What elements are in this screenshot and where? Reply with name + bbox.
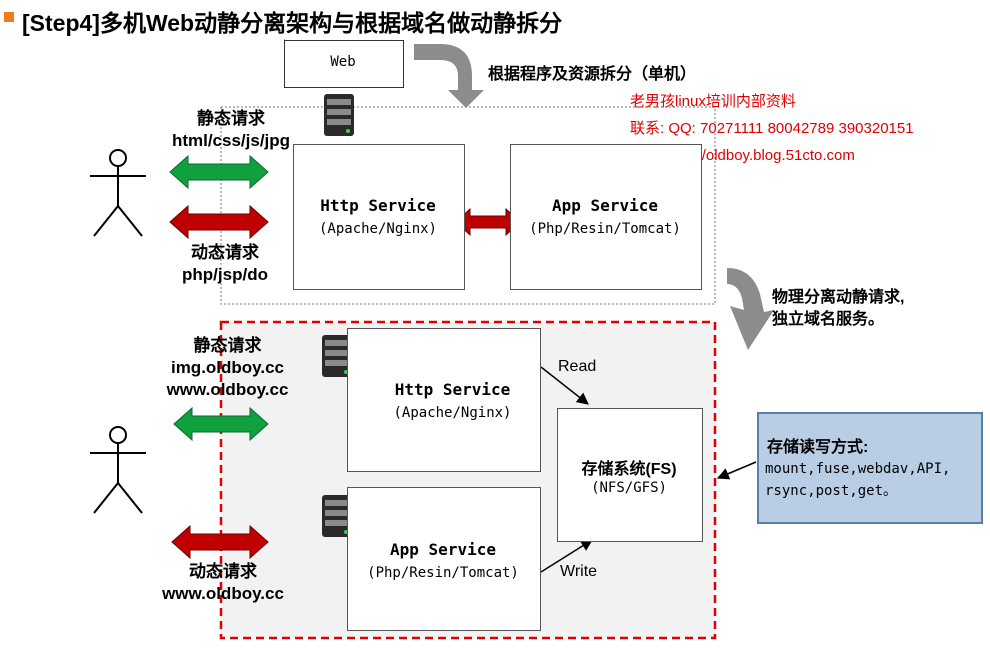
storage-pointer-line bbox=[716, 461, 757, 480]
app-service-name-top: App Service bbox=[552, 196, 658, 215]
storage-system-box bbox=[557, 408, 703, 542]
http-service-box-bottom bbox=[347, 328, 541, 472]
storage-methods-title: 存储读写方式: bbox=[767, 439, 869, 456]
middle-separation-note: 物理分离动静请求, 独立域名服务。 bbox=[772, 287, 904, 331]
dynamic-request-title: 动态请求 bbox=[191, 243, 259, 262]
storage-methods-box bbox=[757, 412, 983, 524]
http-service-name-bottom: Http Service bbox=[394, 380, 511, 399]
static-request-domain1: img.oldboy.cc bbox=[170, 358, 285, 377]
dynamic-arrow-bottom bbox=[171, 524, 269, 560]
static-request-top: 静态请求 html/css/js/jpg bbox=[156, 108, 306, 152]
app-service-sub-top: (Php/Resin/Tomcat) bbox=[529, 221, 681, 237]
dynamic-arrow-top bbox=[169, 204, 269, 240]
http-service-name-top: Http Service bbox=[320, 196, 436, 215]
app-service-name-bottom: App Service bbox=[390, 540, 496, 559]
static-request-title: 静态请求 bbox=[197, 109, 265, 128]
read-line bbox=[540, 366, 589, 405]
top-container bbox=[220, 106, 716, 305]
app-service-box-top bbox=[510, 144, 702, 290]
web-label: Web bbox=[330, 54, 356, 70]
static-request-detail: html/css/js/jpg bbox=[171, 131, 291, 150]
storage-methods-body: mount,fuse,webdav,API, rsync,post,get。 bbox=[765, 461, 951, 499]
http-service-sub-bottom: (Apache/Nginx) bbox=[393, 405, 512, 421]
title-bullet bbox=[4, 12, 14, 22]
storage-system-name: 存储系统(FS) bbox=[581, 461, 677, 478]
page-title: [Step4]多机Web动静分离架构与根据域名做动静拆分 bbox=[22, 10, 563, 36]
web-box bbox=[284, 40, 404, 88]
server-icon bbox=[324, 94, 354, 136]
watermark-line1: 老男孩linux培训内部资料 bbox=[630, 93, 796, 110]
http-service-sub-top: (Apache/Nginx) bbox=[318, 221, 437, 237]
top-split-note: 根据程序及资源拆分（单机） bbox=[488, 66, 697, 83]
static-request-domain2: www.oldboy.cc bbox=[166, 380, 289, 399]
dynamic-request-detail: php/jsp/do bbox=[182, 265, 268, 284]
static-request-bottom: 静态请求 img.oldboy.cc www.oldboy.cc bbox=[150, 335, 305, 401]
dynamic-request-title: 动态请求 bbox=[189, 562, 257, 581]
read-label: Read bbox=[558, 358, 597, 375]
static-arrow-bottom bbox=[173, 406, 269, 442]
app-service-box-bottom bbox=[347, 487, 541, 631]
static-request-title: 静态请求 bbox=[193, 336, 262, 355]
dynamic-request-domain: www.oldboy.cc bbox=[162, 584, 284, 603]
middle-note-line2: 独立域名服务。 bbox=[772, 311, 885, 328]
user-figure-bottom bbox=[90, 426, 146, 514]
dynamic-request-top: 动态请求 php/jsp/do bbox=[160, 242, 290, 286]
watermark-line2: 联系: QQ: 70271111 80042789 390320151 bbox=[630, 120, 914, 137]
dynamic-request-bottom: 动态请求 www.oldboy.cc bbox=[148, 561, 298, 605]
app-service-sub-bottom: (Php/Resin/Tomcat) bbox=[367, 565, 519, 581]
static-arrow-top bbox=[169, 154, 269, 190]
curved-arrow-middle bbox=[727, 268, 774, 350]
write-label: Write bbox=[560, 563, 598, 580]
curved-arrow-top bbox=[414, 44, 484, 108]
server-icon bbox=[322, 335, 352, 377]
http-service-box-top bbox=[293, 144, 465, 290]
write-line bbox=[540, 539, 594, 573]
user-figure-top bbox=[90, 149, 146, 237]
storage-system-sub: (NFS/GFS) bbox=[591, 480, 667, 496]
middle-note-line1: 物理分离动静请求, bbox=[772, 289, 905, 306]
